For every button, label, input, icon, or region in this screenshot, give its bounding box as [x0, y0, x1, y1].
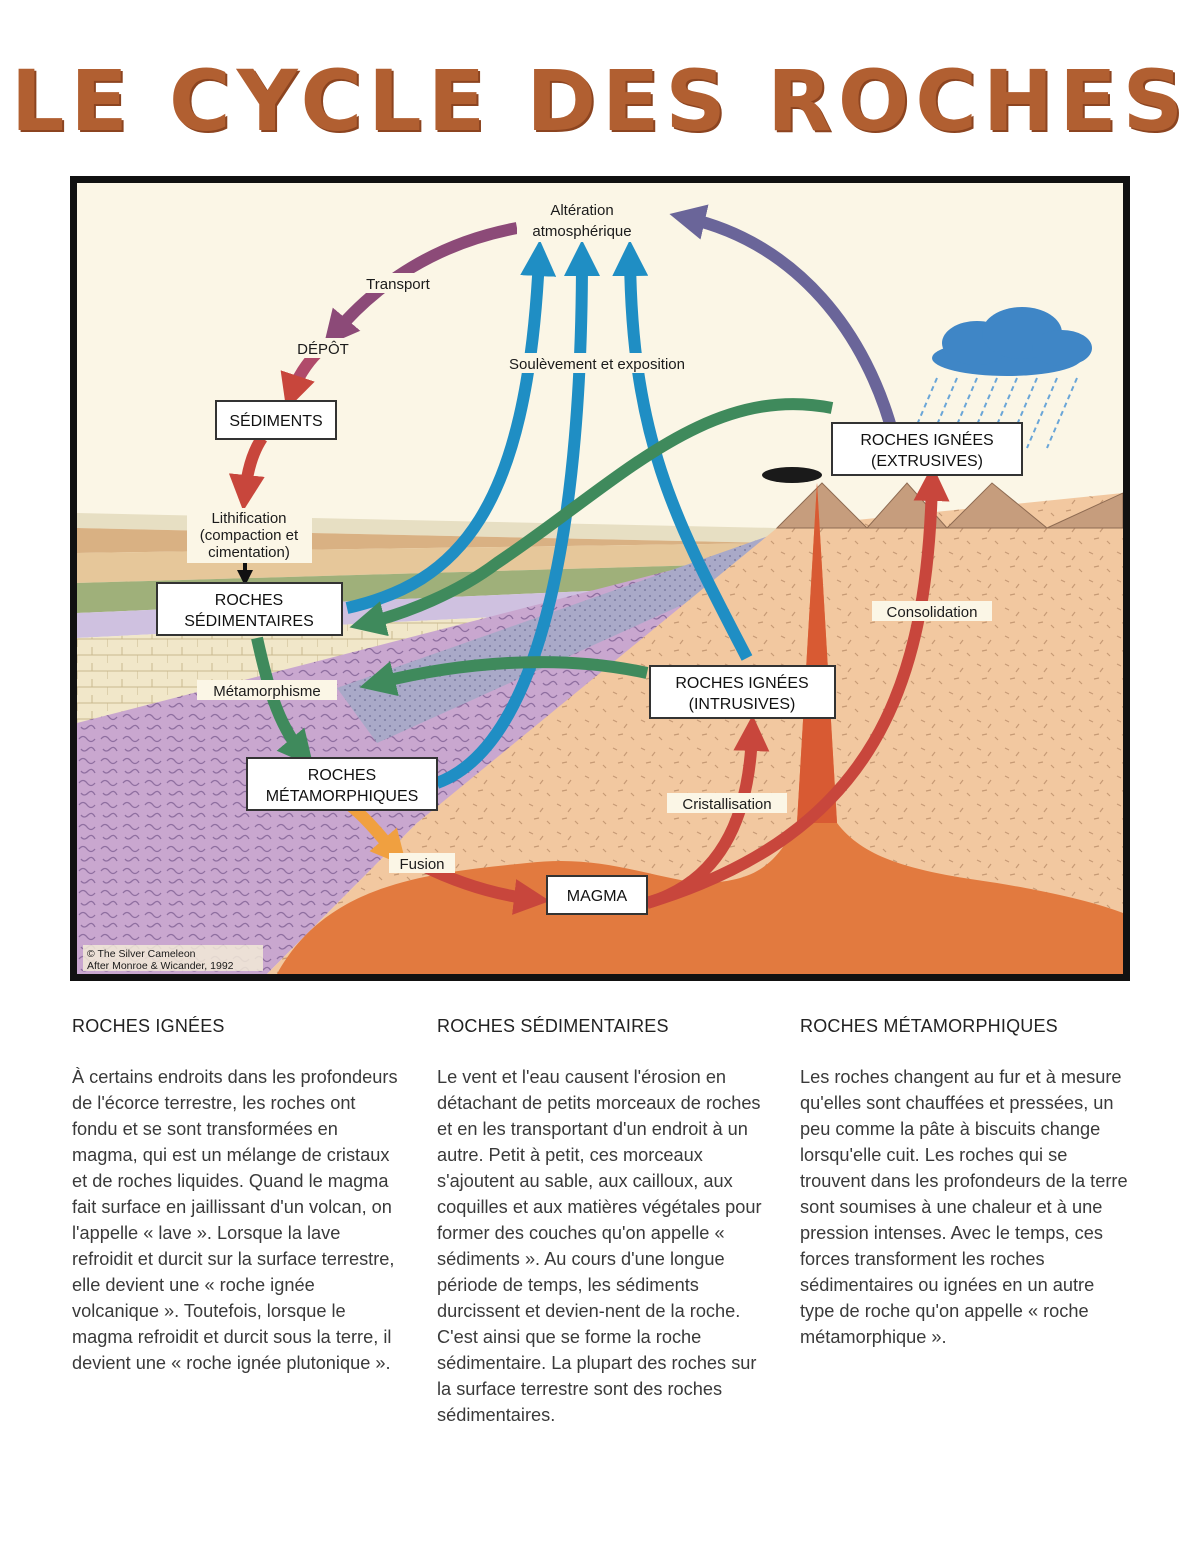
column-metamorphic: ROCHES MÉTAMORPHIQUES Les roches changen…: [800, 1016, 1130, 1350]
column-sedimentary: ROCHES SÉDIMENTAIRES Le vent et l'eau ca…: [437, 1016, 767, 1428]
volcano-smoke: [762, 467, 822, 483]
label-alteration-1: Altération: [550, 202, 613, 219]
box-extrusive-1: ROCHES IGNÉES: [860, 430, 993, 449]
label-soulevement: Soulèvement et exposition: [509, 356, 685, 373]
label-consolidation: Consolidation: [887, 604, 978, 621]
box-meta-rocks-2: MÉTAMORPHIQUES: [266, 786, 419, 805]
box-extrusive-2: (EXTRUSIVES): [871, 453, 983, 470]
label-transport: Transport: [366, 276, 430, 293]
rain-cloud: [906, 307, 1092, 449]
extrusive-rocks-box: [831, 422, 1023, 476]
column-igneous-text: À certains endroits dans les profondeurs…: [72, 1067, 398, 1373]
label-metamorphisme: Métamorphisme: [213, 683, 321, 700]
magma-body: [277, 483, 1123, 974]
column-igneous: ROCHES IGNÉES À certains endroits dans l…: [72, 1016, 402, 1376]
label-fusion: Fusion: [399, 856, 444, 873]
label-lithification-1: Lithification: [211, 510, 286, 527]
rock-cycle-svg: Altération atmosphérique Transport DÉPÔT…: [77, 183, 1123, 974]
box-meta-rocks-1: ROCHES: [308, 767, 376, 784]
column-igneous-heading: ROCHES IGNÉES: [72, 1016, 225, 1036]
magma-box: [546, 875, 648, 915]
rock-band: [337, 533, 797, 743]
column-sedimentary-text: Le vent et l'eau causent l'érosion en dé…: [437, 1067, 762, 1425]
page-title: LE CYCLE DES ROCHES: [10, 52, 1190, 150]
label-lithification-2: (compaction et: [200, 527, 299, 544]
sediments-box: [215, 400, 337, 440]
label-depot: DÉPÔT: [297, 341, 349, 358]
box-intrusive-1: ROCHES IGNÉES: [675, 673, 808, 692]
box-magma-text: MAGMA: [567, 888, 628, 905]
rock-cycle-diagram: Altération atmosphérique Transport DÉPÔT…: [70, 176, 1130, 981]
column-metamorphic-text: Les roches changent au fur et à mesure q…: [800, 1067, 1128, 1347]
box-intrusive-2: (INTRUSIVES): [689, 696, 796, 713]
sedimentary-rocks-box: [156, 582, 343, 636]
metamorphic-rocks-box: [246, 757, 438, 811]
box-sediments-text: SÉDIMENTS: [229, 411, 322, 430]
intrusive-rocks-box: [649, 665, 836, 719]
column-metamorphic-heading: ROCHES MÉTAMORPHIQUES: [800, 1016, 1058, 1036]
copyright-line-1: © The Silver Cameleon: [87, 948, 196, 960]
copyright-line-2: After Monroe & Wicander, 1992: [87, 960, 234, 972]
box-sed-rocks-2: SÉDIMENTAIRES: [184, 611, 314, 630]
column-sedimentary-heading: ROCHES SÉDIMENTAIRES: [437, 1016, 669, 1036]
box-sed-rocks-1: ROCHES: [215, 592, 283, 609]
label-cristallisation: Cristallisation: [682, 796, 771, 813]
mountains: [775, 482, 1123, 529]
label-alteration-2: atmosphérique: [532, 223, 631, 240]
label-lithification-3: cimentation): [208, 544, 290, 561]
